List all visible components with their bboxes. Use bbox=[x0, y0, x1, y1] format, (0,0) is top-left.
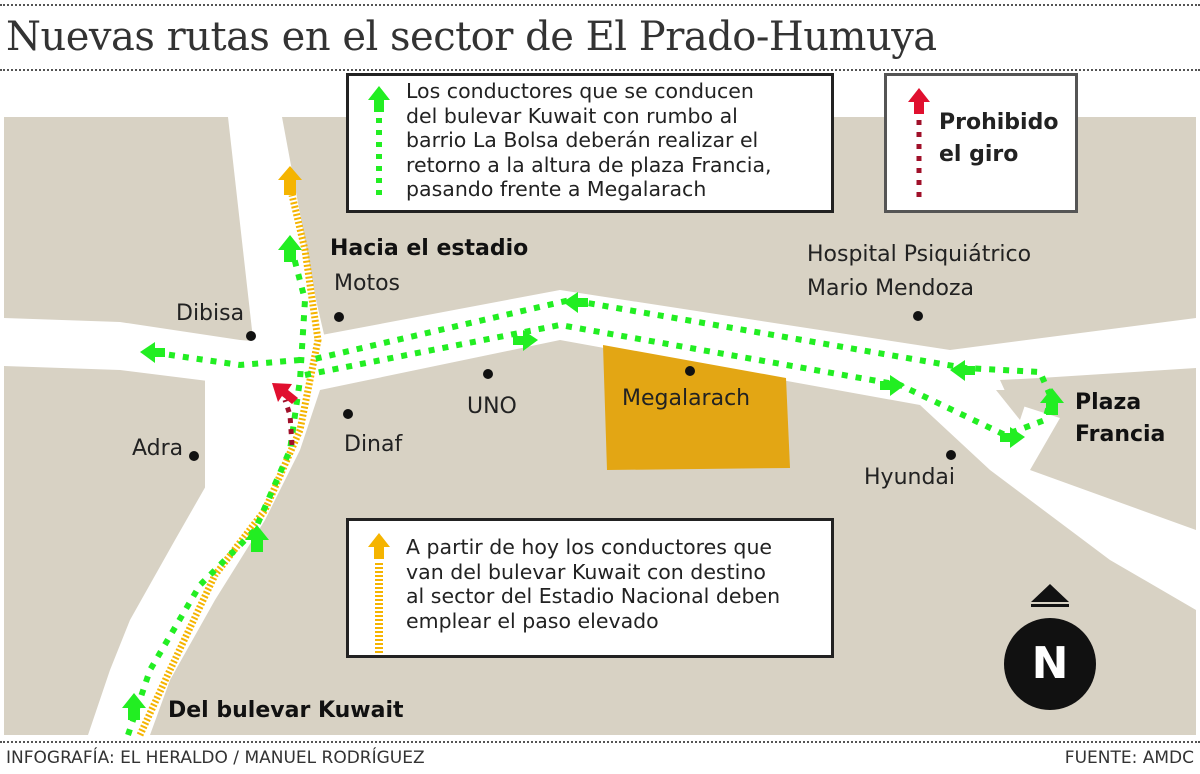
legend-prohibited-line-1: Prohibido bbox=[939, 110, 1059, 135]
legend-green-line-5: pasando frente a Megalarach bbox=[406, 177, 707, 201]
label-del-bulevar-kuwait: Del bulevar Kuwait bbox=[168, 698, 404, 723]
green-route-north bbox=[125, 249, 309, 736]
top-dotted-rule bbox=[0, 4, 1200, 6]
legend-green-line-3: barrio La Bolsa deberán realizar el bbox=[406, 128, 759, 152]
label-hyundai: Hyundai bbox=[864, 465, 956, 490]
label-hospital-line2: Mario Mendoza bbox=[807, 276, 974, 301]
label-dinaf: Dinaf bbox=[344, 432, 403, 457]
green-arrow-heads bbox=[122, 235, 1064, 720]
legend-green-line-1: Los conductores que se conducen bbox=[406, 79, 754, 103]
label-hacia-el-estadio: Hacia el estadio bbox=[330, 236, 529, 261]
label-adra: Adra bbox=[132, 436, 184, 461]
page-title: Nuevas rutas en el sector de El Prado-Hu… bbox=[6, 14, 937, 60]
legend-orange-line-3: al sector del Estadio Nacional deben bbox=[406, 584, 781, 608]
red-dotted-arrow-icon bbox=[908, 88, 930, 204]
legend-orange-line-2: van del bulevar Kuwait con destino bbox=[406, 559, 766, 584]
legend-orange-route: A partir de hoy los conductores que van … bbox=[346, 518, 834, 658]
orange-arrow-head bbox=[278, 166, 302, 195]
north-arrow-icon bbox=[1031, 584, 1069, 602]
place-markers bbox=[189, 311, 956, 461]
label-francia: Francia bbox=[1075, 422, 1166, 447]
footer-source: FUENTE: AMDC bbox=[1064, 748, 1194, 768]
road-kuwait-boulevard bbox=[88, 117, 330, 735]
green-route-east-out bbox=[304, 321, 1055, 439]
compass-north-icon: N bbox=[1004, 618, 1096, 710]
label-megalarach: Megalarach bbox=[622, 386, 751, 411]
north-arrow-bar bbox=[1031, 604, 1069, 607]
title-dotted-rule bbox=[0, 69, 1200, 71]
label-dibisa: Dibisa bbox=[176, 301, 245, 326]
legend-prohibited-turn: Prohibido el giro bbox=[884, 73, 1078, 213]
green-route-west bbox=[149, 349, 301, 369]
footer-dotted-rule bbox=[0, 741, 1200, 743]
road-west-south bbox=[205, 375, 245, 540]
legend-green-route: Los conductores que se conducen del bule… bbox=[346, 73, 834, 213]
legend-green-line-4: retorno a la altura de plaza Francia, bbox=[406, 152, 772, 177]
legend-orange-line-4: emplear el paso elevado bbox=[406, 608, 659, 633]
footer-credit: INFOGRAFÍA: EL HERALDO / MANUEL RODRÍGUE… bbox=[6, 748, 425, 768]
megalarach-block bbox=[603, 345, 790, 470]
orange-striped-arrow-icon bbox=[368, 533, 390, 653]
label-hospital-line1: Hospital Psiquiátrico bbox=[807, 242, 1032, 267]
label-motos: Motos bbox=[334, 271, 400, 296]
legend-orange-line-1: A partir de hoy los conductores que bbox=[406, 535, 773, 559]
legend-prohibited-line-2: el giro bbox=[939, 142, 1019, 167]
prohibited-turn-arrow-head bbox=[272, 383, 298, 404]
plaza-island bbox=[996, 390, 1030, 420]
label-uno: UNO bbox=[467, 394, 517, 419]
green-dotted-arrow-icon bbox=[368, 86, 390, 202]
label-plaza: Plaza bbox=[1075, 390, 1142, 415]
legend-green-line-2: del bulevar Kuwait con rumbo al bbox=[406, 103, 738, 128]
orange-overpass-route bbox=[136, 194, 322, 737]
